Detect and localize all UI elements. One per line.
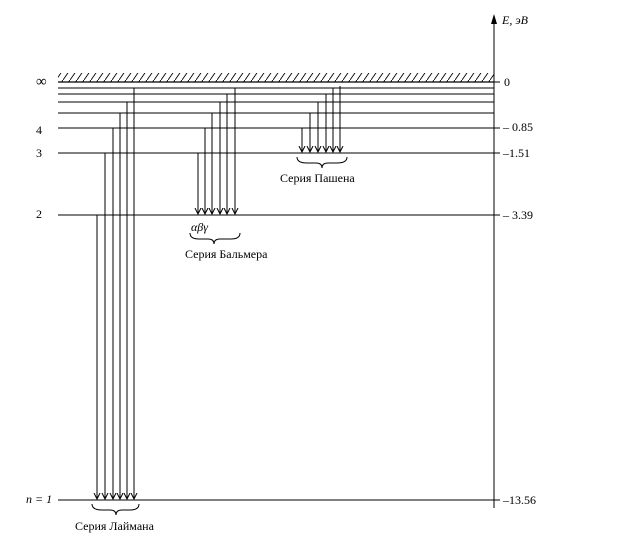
energy-label-1: –13.56 xyxy=(502,493,536,507)
energy-axis-arrow-icon xyxy=(491,14,497,24)
upper-levels xyxy=(58,87,494,114)
balmer-greek-labels: αβγ xyxy=(191,220,208,234)
lyman-series-label: Серия Лаймана xyxy=(75,519,155,533)
balmer-brace xyxy=(189,232,241,245)
level-label-infinity: ∞ xyxy=(36,74,47,90)
paschen-transitions xyxy=(302,86,340,152)
paschen-series-label: Серия Пашена xyxy=(280,171,355,185)
continuum-hatching xyxy=(58,73,494,82)
paschen-brace xyxy=(296,156,348,169)
balmer-transitions xyxy=(198,88,235,214)
energy-label-4: – 0.85 xyxy=(502,120,533,134)
level-label-2: 2 xyxy=(36,207,42,221)
level-label-4: 4 xyxy=(36,123,42,137)
energy-axis-label: E, эВ xyxy=(501,13,529,27)
balmer-series-label: Серия Бальмера xyxy=(185,247,268,261)
lyman-brace xyxy=(91,503,140,516)
lyman-transitions xyxy=(97,88,134,499)
energy-label-0: 0 xyxy=(504,75,510,89)
level-label-1: n = 1 xyxy=(26,492,52,506)
energy-label-2: – 3.39 xyxy=(502,208,533,222)
level-label-3: 3 xyxy=(36,146,42,160)
energy-label-3: –1.51 xyxy=(502,146,530,160)
